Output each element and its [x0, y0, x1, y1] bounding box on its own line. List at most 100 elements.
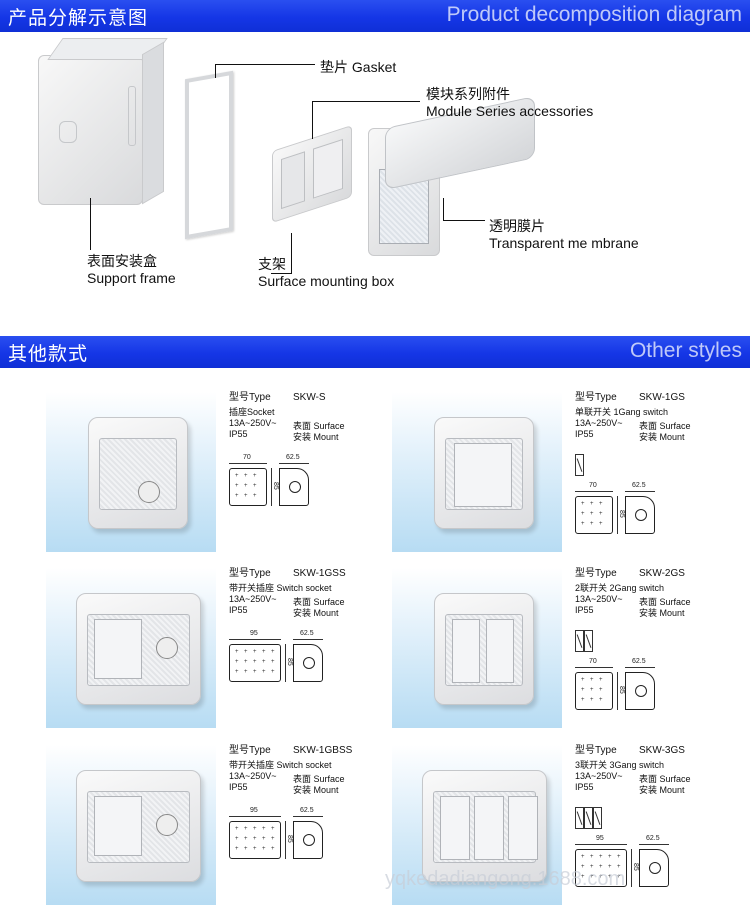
mounting-leader [271, 273, 292, 274]
terminal-icon: + [599, 864, 603, 870]
terminal-icon: + [235, 669, 239, 675]
switch-symbol-icon [575, 454, 584, 476]
model-number: SKW-1GS [639, 392, 685, 403]
gasket-drawing [185, 70, 233, 240]
product-name: 带开关插座 Switch socket [229, 760, 332, 770]
socket-outlet-icon [156, 637, 178, 659]
terminal-icon: + [590, 677, 594, 683]
terminal-icon: + [271, 836, 275, 842]
width-dimension: 70 [589, 482, 597, 489]
terminal-icon: + [617, 854, 621, 860]
terminal-icon: + [253, 836, 257, 842]
terminal-icon: + [235, 649, 239, 655]
terminal-icon: + [590, 854, 594, 860]
height-dimension: 85 [286, 658, 293, 666]
terminal-icon: + [590, 521, 594, 527]
terminal-icon: + [599, 677, 603, 683]
terminal-icon: + [253, 826, 257, 832]
module-label: 模块系列附件 Module Series accessories [426, 86, 593, 120]
height-dimension-line [617, 496, 618, 534]
other-styles-title-cn: 其他款式 [8, 343, 89, 365]
ip-rating: IP55 [575, 605, 594, 615]
terminal-icon: + [581, 697, 585, 703]
height-dimension-line [631, 849, 632, 887]
decomposition-title-en: Product decomposition diagram [446, 3, 742, 26]
rating: 13A~250V~ [575, 418, 623, 428]
transparent-window [445, 438, 523, 510]
side-knob-icon [635, 509, 647, 521]
terminal-icon: + [244, 483, 248, 489]
support-frame-drawing [38, 55, 143, 205]
product-photo [392, 392, 562, 552]
module-leader-vertical [312, 101, 313, 139]
terminal-icon: + [262, 846, 266, 852]
terminal-icon: + [599, 511, 603, 517]
front-view-drawing: +++++++++++++++ [575, 849, 627, 887]
depth-dimension: 62.5 [632, 482, 646, 489]
membrane-label: 透明膜片 Transparent me mbrane [489, 218, 639, 252]
product-unit [76, 770, 201, 882]
mount-label: 安装 Mount [639, 785, 685, 795]
height-dimension-line [617, 672, 618, 710]
gasket-leader-vertical [215, 64, 216, 78]
depth-dimension-line [639, 844, 669, 845]
terminal-icon: + [253, 483, 257, 489]
model-type-label: 型号Type [575, 745, 617, 756]
terminal-icon: + [235, 493, 239, 499]
terminal-icon: + [271, 649, 275, 655]
terminal-icon: + [244, 669, 248, 675]
support-label-cn: 表面安装盒 [87, 253, 157, 269]
membrane-label-cn: 透明膜片 [489, 218, 545, 234]
terminal-icon: + [244, 473, 248, 479]
mounting-leader-vertical [291, 233, 292, 273]
terminal-icon: + [581, 511, 585, 517]
switch-symbol-icon [575, 807, 584, 829]
front-view-drawing: +++++++++ [229, 468, 267, 506]
membrane-leader-vertical [443, 198, 444, 220]
terminal-icon: + [262, 836, 266, 842]
switch-symbol-icon [584, 807, 593, 829]
width-dimension: 95 [596, 835, 604, 842]
terminal-icon: + [590, 687, 594, 693]
height-dimension: 85 [272, 482, 279, 490]
other-styles-banner: 其他款式 Other styles [0, 336, 750, 368]
rating: 13A~250V~ [575, 594, 623, 604]
side-view-drawing [625, 496, 655, 534]
product-name: 插座Socket [229, 407, 275, 417]
height-dimension: 85 [632, 863, 639, 871]
terminal-icon: + [608, 864, 612, 870]
other-styles-title-en: Other styles [629, 339, 742, 362]
product-unit [434, 593, 534, 705]
width-dimension-line [575, 844, 627, 845]
product-spec: 型号Type SKW-3GS 3联开关 3Gang switch 13A~250… [575, 745, 725, 805]
transparent-window [99, 438, 177, 510]
product-name: 带开关插座 Switch socket [229, 583, 332, 593]
surface-label: 表面 Surface [639, 421, 691, 431]
side-knob-icon [635, 685, 647, 697]
transparent-window [445, 614, 523, 686]
support-label-en: Support frame [87, 270, 176, 286]
product-name: 3联开关 3Gang switch [575, 760, 665, 770]
side-view-drawing [293, 821, 323, 859]
ip-rating: IP55 [229, 429, 248, 439]
watermark: yqkedadiangong.1688.com [385, 868, 626, 890]
terminal-icon: + [262, 669, 266, 675]
terminal-icon: + [599, 874, 603, 880]
terminal-icon: + [271, 669, 275, 675]
product-spec: 型号Type SKW-2GS 2联开关 2Gang switch 13A~250… [575, 568, 725, 628]
terminal-icon: + [617, 874, 621, 880]
product-photo [392, 745, 562, 905]
side-view-drawing [279, 468, 309, 506]
terminal-icon: + [244, 826, 248, 832]
terminal-icon: + [235, 826, 239, 832]
terminal-icon: + [599, 697, 603, 703]
terminal-icon: + [599, 501, 603, 507]
rating: 13A~250V~ [229, 771, 277, 781]
terminal-icon: + [235, 836, 239, 842]
width-dimension: 70 [589, 658, 597, 665]
model-number: SKW-3GS [639, 745, 685, 756]
ip-rating: IP55 [229, 605, 248, 615]
depth-dimension: 62.5 [300, 630, 314, 637]
depth-dimension-line [625, 667, 655, 668]
terminal-icon: + [271, 659, 275, 665]
